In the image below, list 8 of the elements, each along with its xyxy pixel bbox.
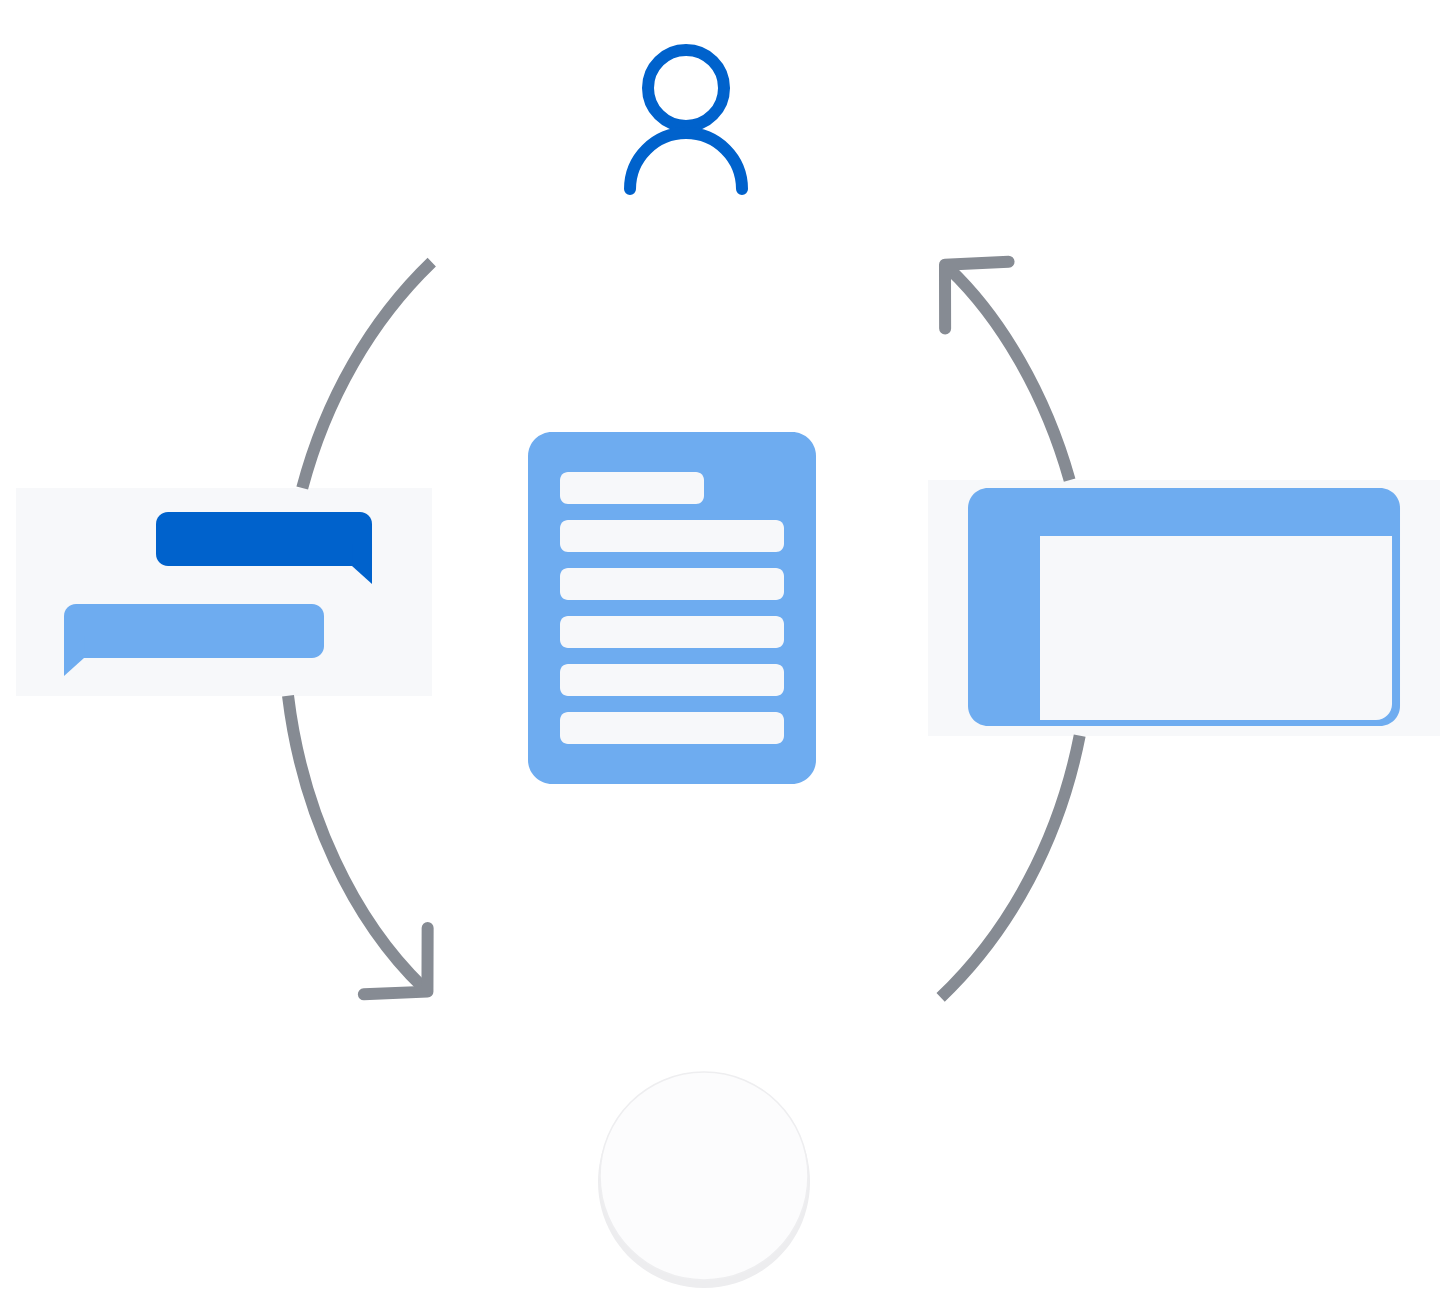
arc-line xyxy=(296,257,436,490)
window-illustration xyxy=(928,480,1440,736)
person-icon xyxy=(624,44,748,195)
chat-illustration xyxy=(16,488,432,696)
arc-arrow xyxy=(939,255,1076,482)
arc-line xyxy=(936,734,1086,1002)
document-icon xyxy=(528,432,816,784)
arc-arrow xyxy=(282,694,434,1001)
